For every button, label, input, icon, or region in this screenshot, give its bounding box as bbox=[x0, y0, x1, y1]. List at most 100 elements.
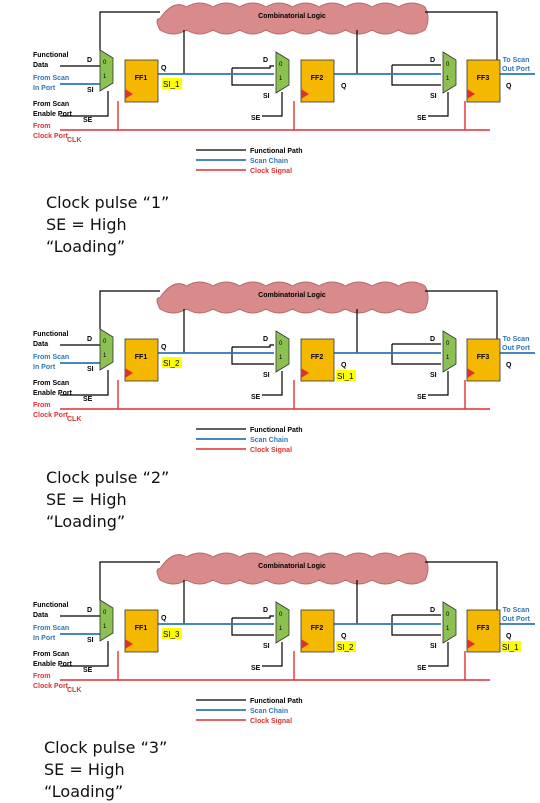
pin-si-label: SI bbox=[263, 93, 270, 100]
caption-line: SE = High bbox=[44, 760, 125, 779]
scan-enable-label: Enable Port bbox=[33, 390, 73, 397]
scan-in-label: From Scan bbox=[33, 75, 69, 82]
clock-input-marker bbox=[125, 639, 133, 649]
scan-out-label: Out Port bbox=[502, 66, 531, 73]
clock-input-marker bbox=[125, 368, 133, 378]
caption-panel-2: Clock pulse “2” SE = High “Loading” bbox=[46, 467, 169, 533]
combinatorial-logic-cloud bbox=[156, 552, 429, 585]
caption-line: Clock pulse “2” bbox=[46, 468, 170, 487]
scan-in-label: In Port bbox=[33, 635, 56, 642]
pin-d-label: D bbox=[263, 336, 268, 343]
functional-path bbox=[391, 344, 441, 365]
functional-data-label: Functional bbox=[33, 331, 68, 338]
functional-data-label: Functional bbox=[33, 602, 68, 609]
clock-port-label: Clock Port bbox=[33, 133, 69, 140]
functional-path bbox=[232, 615, 274, 619]
pin-se-label: SE bbox=[251, 394, 261, 401]
pin-q-label: Q bbox=[341, 362, 347, 369]
ff2-scan-value-bg bbox=[336, 641, 356, 652]
ff1-scan-value: SI_2 bbox=[163, 359, 180, 368]
caption-line: Clock pulse “3” bbox=[44, 738, 168, 757]
legend-scan-label: Scan Chain bbox=[250, 708, 288, 715]
cloud-label: Combinatorial Logic bbox=[258, 13, 326, 20]
scan-enable-line bbox=[262, 642, 283, 667]
clock-input-marker bbox=[301, 368, 309, 378]
functional-data-label: Data bbox=[33, 612, 48, 619]
flip-flop-label: FF2 bbox=[311, 75, 324, 82]
legend-scan-label: Scan Chain bbox=[250, 158, 288, 165]
scan-enable-label: Enable Port bbox=[33, 661, 73, 668]
flip-flop-label: FF2 bbox=[311, 354, 324, 361]
scan-enable-line bbox=[60, 370, 109, 396]
cloud-label: Combinatorial Logic bbox=[258, 563, 326, 570]
pin-si-label: SI bbox=[87, 637, 94, 644]
pin-q-label: Q bbox=[341, 83, 347, 90]
mux-input-0-label: 0 bbox=[279, 341, 283, 347]
functional-path bbox=[99, 290, 160, 329]
scan-in-label: From Scan bbox=[33, 354, 69, 361]
scan-out-label: To Scan bbox=[503, 57, 530, 64]
caption-panel-3: Clock pulse “3” SE = High “Loading” bbox=[44, 737, 167, 803]
ff1-scan-value-bg bbox=[162, 78, 182, 89]
scan-in-label: In Port bbox=[33, 85, 56, 92]
pin-se-label: SE bbox=[417, 115, 427, 122]
mux-input-0-label: 0 bbox=[103, 60, 107, 66]
clock-input-marker bbox=[125, 89, 133, 99]
mux-input-1-label: 1 bbox=[446, 355, 450, 361]
flip-flop-label: FF1 bbox=[135, 625, 148, 632]
mux bbox=[442, 330, 457, 373]
clock-port-label: From bbox=[33, 123, 51, 130]
ff1-scan-value-bg bbox=[162, 357, 182, 368]
scan-enable-line bbox=[262, 371, 283, 396]
functional-path bbox=[231, 347, 274, 365]
pin-q-label: Q bbox=[161, 344, 167, 351]
ff1-scan-value-bg bbox=[162, 628, 182, 639]
scan-enable-line bbox=[60, 91, 109, 117]
mux-input-1-label: 1 bbox=[103, 353, 107, 359]
pin-se-label: SE bbox=[83, 117, 93, 124]
flip-flop-label: FF1 bbox=[135, 75, 148, 82]
functional-path bbox=[391, 65, 441, 86]
clock-input-marker bbox=[467, 368, 475, 378]
legend-clock-label: Clock Signal bbox=[250, 718, 292, 725]
scan-enable-label: From Scan bbox=[33, 651, 69, 658]
functional-path bbox=[425, 290, 498, 357]
pin-si-label: SI bbox=[430, 93, 437, 100]
pin-d-label: D bbox=[430, 607, 435, 614]
pin-d-label: D bbox=[87, 336, 92, 343]
mux bbox=[442, 51, 457, 94]
scan-enable-label: From Scan bbox=[33, 101, 69, 108]
pin-q-label: Q bbox=[506, 633, 512, 640]
scan-out-label: Out Port bbox=[502, 616, 531, 623]
pin-d-label: D bbox=[430, 336, 435, 343]
scan-enable-label: Enable Port bbox=[33, 111, 73, 118]
scan-enable-label: From Scan bbox=[33, 380, 69, 387]
legend-clock-label: Clock Signal bbox=[250, 447, 292, 454]
mux bbox=[99, 49, 114, 92]
clk-label: CLK bbox=[67, 687, 81, 694]
clock-port-label: Clock Port bbox=[33, 683, 69, 690]
scan-out-label: To Scan bbox=[503, 607, 530, 614]
flip-flop-label: FF3 bbox=[477, 354, 490, 361]
scan-out-label: To Scan bbox=[503, 336, 530, 343]
functional-path bbox=[99, 561, 160, 600]
functional-data-label: Data bbox=[33, 341, 48, 348]
cloud-label: Combinatorial Logic bbox=[258, 292, 326, 299]
mux-input-1-label: 1 bbox=[279, 626, 283, 632]
pin-d-label: D bbox=[263, 607, 268, 614]
flip-flop-label: FF2 bbox=[311, 625, 324, 632]
clock-port-label: From bbox=[33, 402, 51, 409]
pin-se-label: SE bbox=[417, 394, 427, 401]
pin-se-label: SE bbox=[251, 665, 261, 672]
mux-input-0-label: 0 bbox=[446, 612, 450, 618]
caption-line: “Loading” bbox=[46, 512, 126, 531]
pin-d-label: D bbox=[430, 57, 435, 64]
mux bbox=[442, 601, 457, 644]
pin-se-label: SE bbox=[417, 665, 427, 672]
mux-input-0-label: 0 bbox=[279, 62, 283, 68]
mux-input-0-label: 0 bbox=[446, 62, 450, 68]
